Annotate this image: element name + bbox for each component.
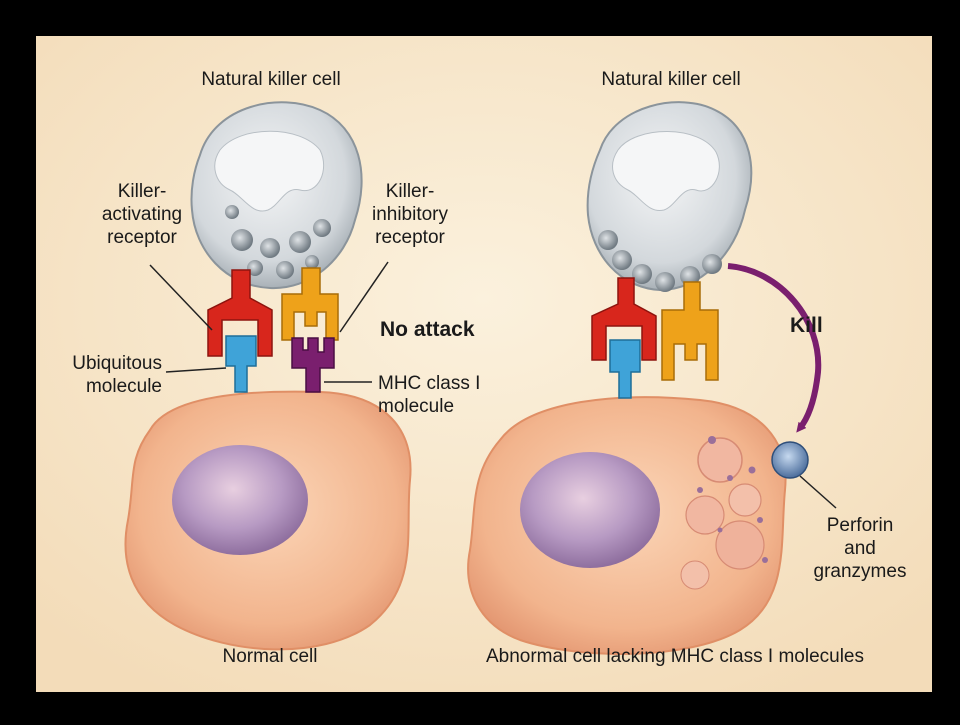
abnormal-cell-nucleus <box>520 452 660 568</box>
mhc-molecule-label: MHC class I molecule <box>378 373 481 417</box>
inhibitory-receptor-right <box>661 281 719 381</box>
ubiquitous-molecule-label: Ubiquitous molecule <box>72 353 162 397</box>
nk-cell-left-granules <box>225 205 331 279</box>
perforin-leader-line <box>799 475 837 509</box>
activating-receptor-right <box>591 277 657 361</box>
nk-cell-right-granules <box>598 230 722 292</box>
nk-cell-right-nucleus <box>612 131 720 212</box>
perforin-granzymes-label: Perforin and granzymes <box>813 515 907 582</box>
normal-cell-caption: Normal cell <box>222 646 318 667</box>
kill-arrow <box>727 263 822 433</box>
activating-receptor-label: Killer- activating receptor <box>101 181 183 248</box>
nk-cell-left-nucleus <box>214 130 325 212</box>
ubiquitous-molecule-right <box>609 339 641 399</box>
right-nk-cell-title: Natural killer cell <box>601 69 741 90</box>
inhibitory-receptor-left <box>281 267 339 341</box>
ubiquitous-molecule-left <box>225 335 257 393</box>
mhc-molecule-left <box>291 337 335 393</box>
kill-label: Kill <box>790 314 823 337</box>
activating-receptor-left <box>207 269 273 357</box>
normal-cell-nucleus <box>172 445 308 555</box>
no-attack-label: No attack <box>380 318 475 341</box>
abnormal-cell-damage <box>680 436 768 590</box>
left-nk-cell-title: Natural killer cell <box>201 69 341 90</box>
left-leader-lines <box>149 261 389 383</box>
abnormal-cell-caption: Abnormal cell lacking MHC class I molecu… <box>485 646 864 667</box>
perforin-granule <box>771 441 809 479</box>
inhibitory-receptor-label: Killer- inhibitory receptor <box>371 181 449 248</box>
